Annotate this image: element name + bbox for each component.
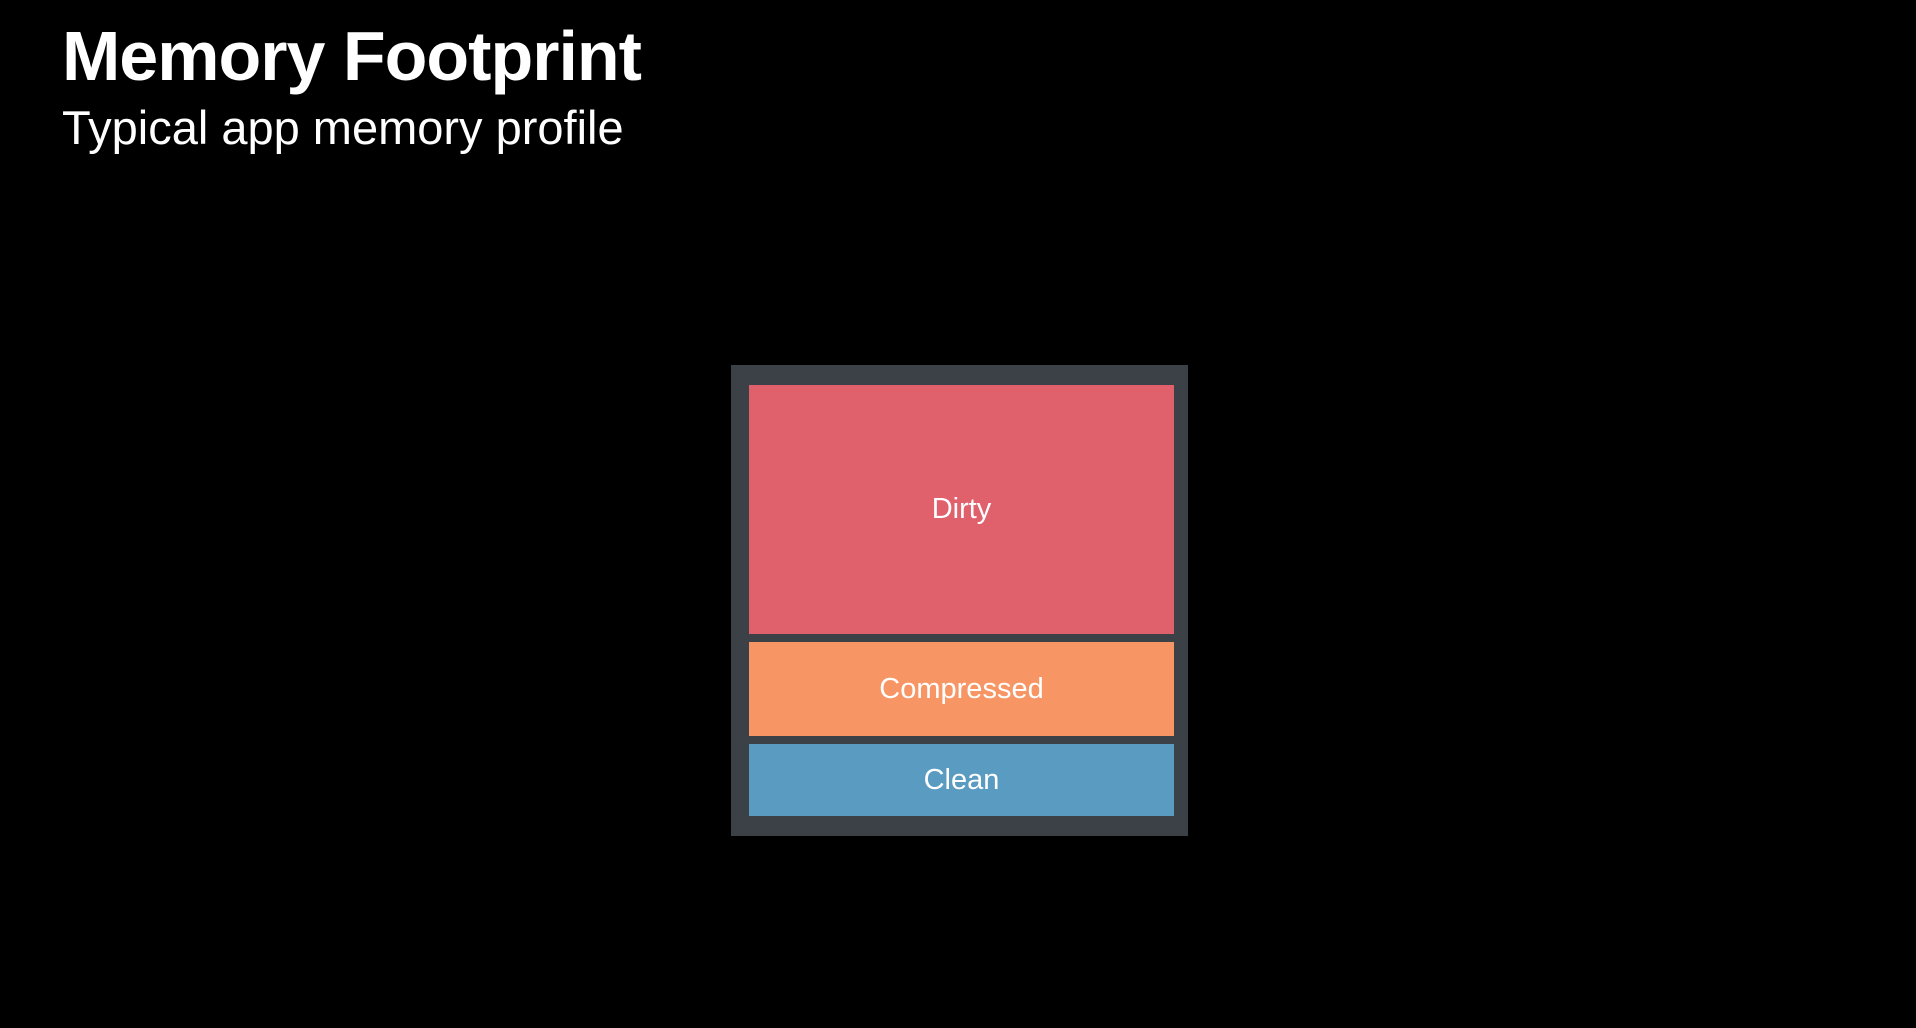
clean-memory-segment: Clean [749,744,1174,816]
compressed-memory-label: Compressed [879,672,1044,705]
memory-profile-box: Dirty Compressed Clean [731,365,1188,836]
dirty-memory-segment: Dirty [749,385,1174,634]
slide-subtitle: Typical app memory profile [62,101,624,154]
slide-title: Memory Footprint [62,17,642,95]
compressed-memory-segment: Compressed [749,642,1174,736]
clean-memory-label: Clean [923,763,1000,796]
dirty-memory-label: Dirty [931,493,992,525]
